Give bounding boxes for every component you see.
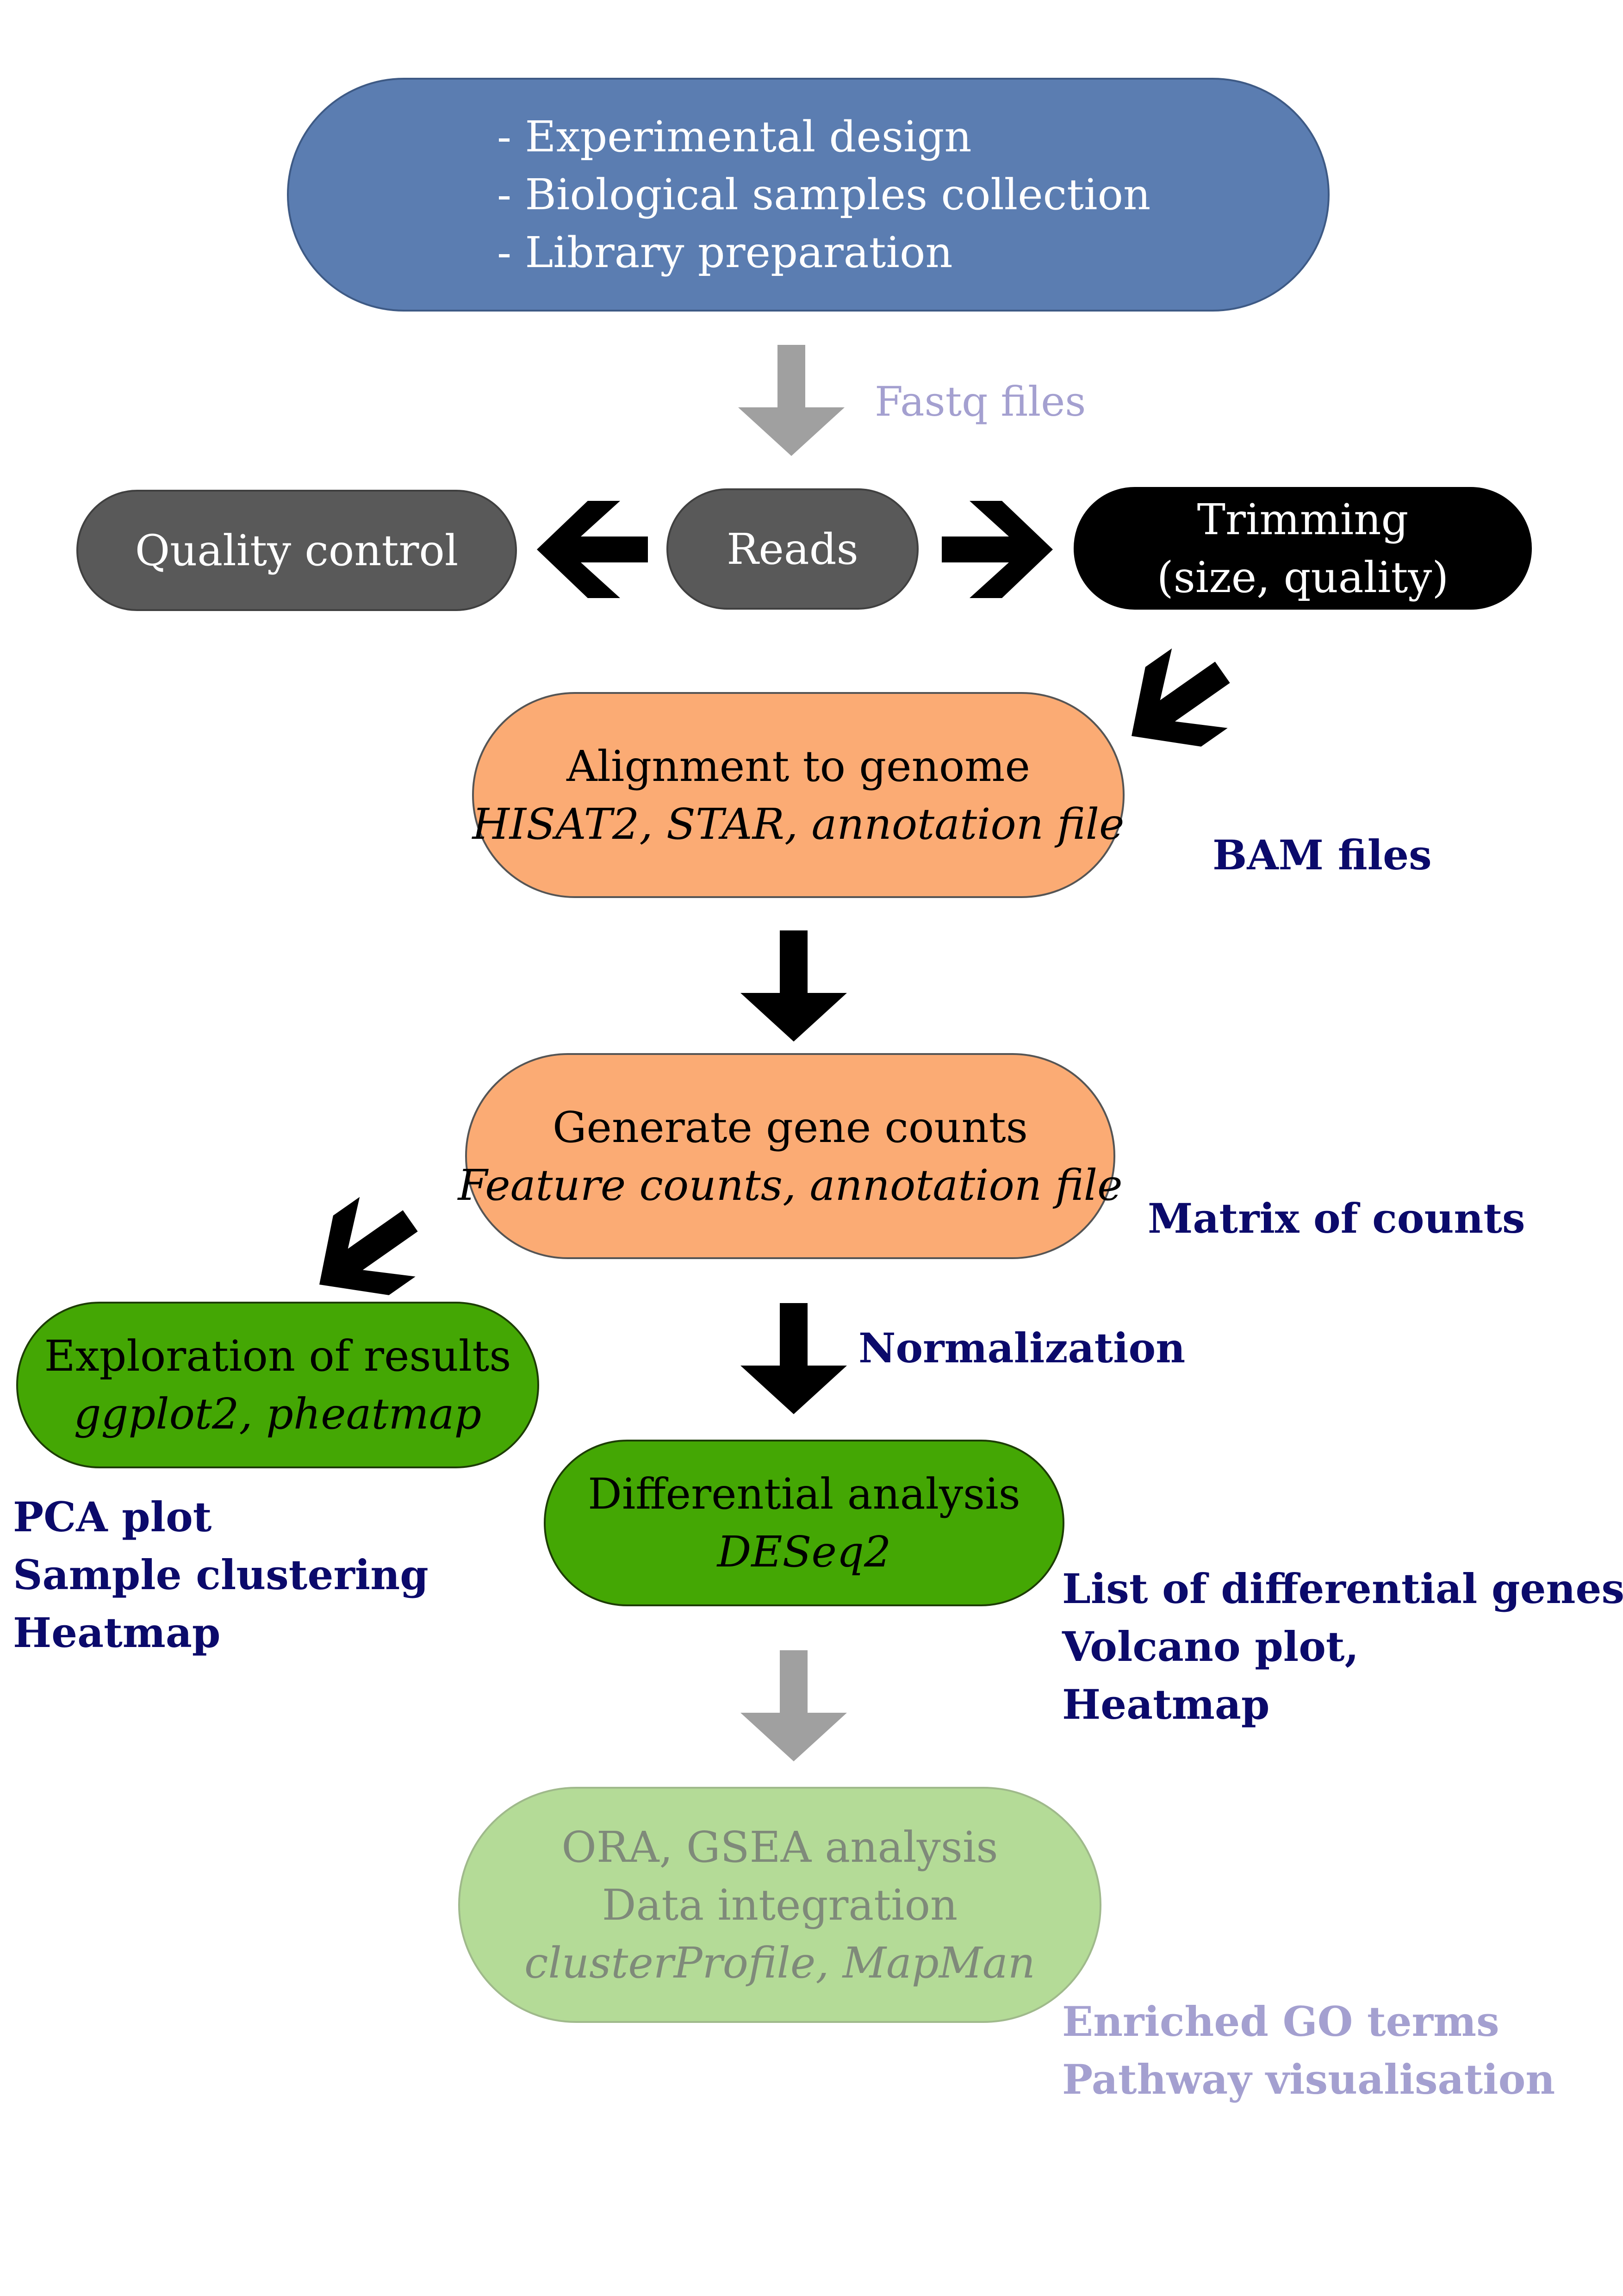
design-line-3: - Library preparation xyxy=(497,228,953,277)
arrow-reads-to-trimming xyxy=(942,501,1053,598)
alignment-title: Alignment to genome xyxy=(566,741,1030,791)
node-differential-analysis: Differential analysis DESeq2 xyxy=(544,1440,1064,1606)
node-reads: Reads xyxy=(666,488,919,610)
design-line-2: - Biological samples collection xyxy=(497,170,1151,219)
arrow-down-fastq xyxy=(738,345,845,456)
exploration-title: Exploration of results xyxy=(44,1331,511,1381)
alignment-tools: HISAT2, STAR, annotation file xyxy=(472,799,1125,849)
trimming-line-1: Trimming xyxy=(1197,494,1409,544)
differential-output-1: List of differential genes xyxy=(1062,1565,1623,1613)
label-enrichment-outputs: Enriched GO terms Pathway visualisation xyxy=(1062,1993,1555,2109)
exploration-output-2: Sample clustering xyxy=(13,1551,429,1599)
enrichment-output-1: Enriched GO terms xyxy=(1062,1997,1499,2046)
node-gene-counts: Generate gene counts Feature counts, ann… xyxy=(458,1053,1123,1259)
exploration-tools: ggplot2, pheatmap xyxy=(74,1389,482,1439)
counts-title: Generate gene counts xyxy=(552,1102,1028,1152)
enrichment-output-2: Pathway visualisation xyxy=(1062,2055,1555,2103)
arrow-down-alignment xyxy=(740,930,847,1042)
design-line-1: - Experimental design xyxy=(497,112,972,162)
label-exploration-outputs: PCA plot Sample clustering Heatmap xyxy=(13,1488,429,1662)
trimming-line-2: (size, quality) xyxy=(1157,552,1449,602)
node-enrichment: ORA, GSEA analysis Data integration clus… xyxy=(458,1787,1101,2023)
enrichment-tools: clusterProfile, MapMan xyxy=(524,1938,1036,1988)
node-exploration: Exploration of results ggplot2, pheatmap xyxy=(16,1302,539,1468)
differential-output-2: Volcano plot, xyxy=(1062,1622,1359,1671)
label-differential-outputs: List of differential genes Volcano plot,… xyxy=(1062,1560,1623,1734)
quality-label: Quality control xyxy=(135,525,459,575)
counts-tools: Feature counts, annotation file xyxy=(458,1160,1123,1210)
label-fastq-files: Fastq files xyxy=(875,378,1086,425)
node-alignment: Alignment to genome HISAT2, STAR, annota… xyxy=(472,692,1125,898)
arrow-down-normalization xyxy=(740,1303,847,1414)
exploration-output-3: Heatmap xyxy=(13,1609,221,1657)
reads-label: Reads xyxy=(727,524,858,574)
node-trimming: Trimming (size, quality) xyxy=(1074,487,1532,610)
arrow-trimming-to-alignment xyxy=(1103,632,1250,776)
node-experimental-design: - Experimental design - Biological sampl… xyxy=(287,78,1330,312)
label-bam-files: BAM files xyxy=(1213,831,1432,879)
enrichment-line-2: Data integration xyxy=(602,1880,958,1930)
arrow-down-enrichment xyxy=(740,1650,847,1761)
label-matrix-of-counts: Matrix of counts xyxy=(1148,1194,1525,1242)
differential-title: Differential analysis xyxy=(588,1469,1020,1519)
differential-tools: DESeq2 xyxy=(717,1527,891,1577)
label-normalization: Normalization xyxy=(858,1324,1186,1372)
node-quality-control: Quality control xyxy=(76,490,517,611)
exploration-output-1: PCA plot xyxy=(13,1493,212,1541)
enrichment-line-1: ORA, GSEA analysis xyxy=(561,1822,998,1872)
arrow-reads-to-quality xyxy=(537,501,648,598)
differential-output-3: Heatmap xyxy=(1062,1680,1270,1728)
